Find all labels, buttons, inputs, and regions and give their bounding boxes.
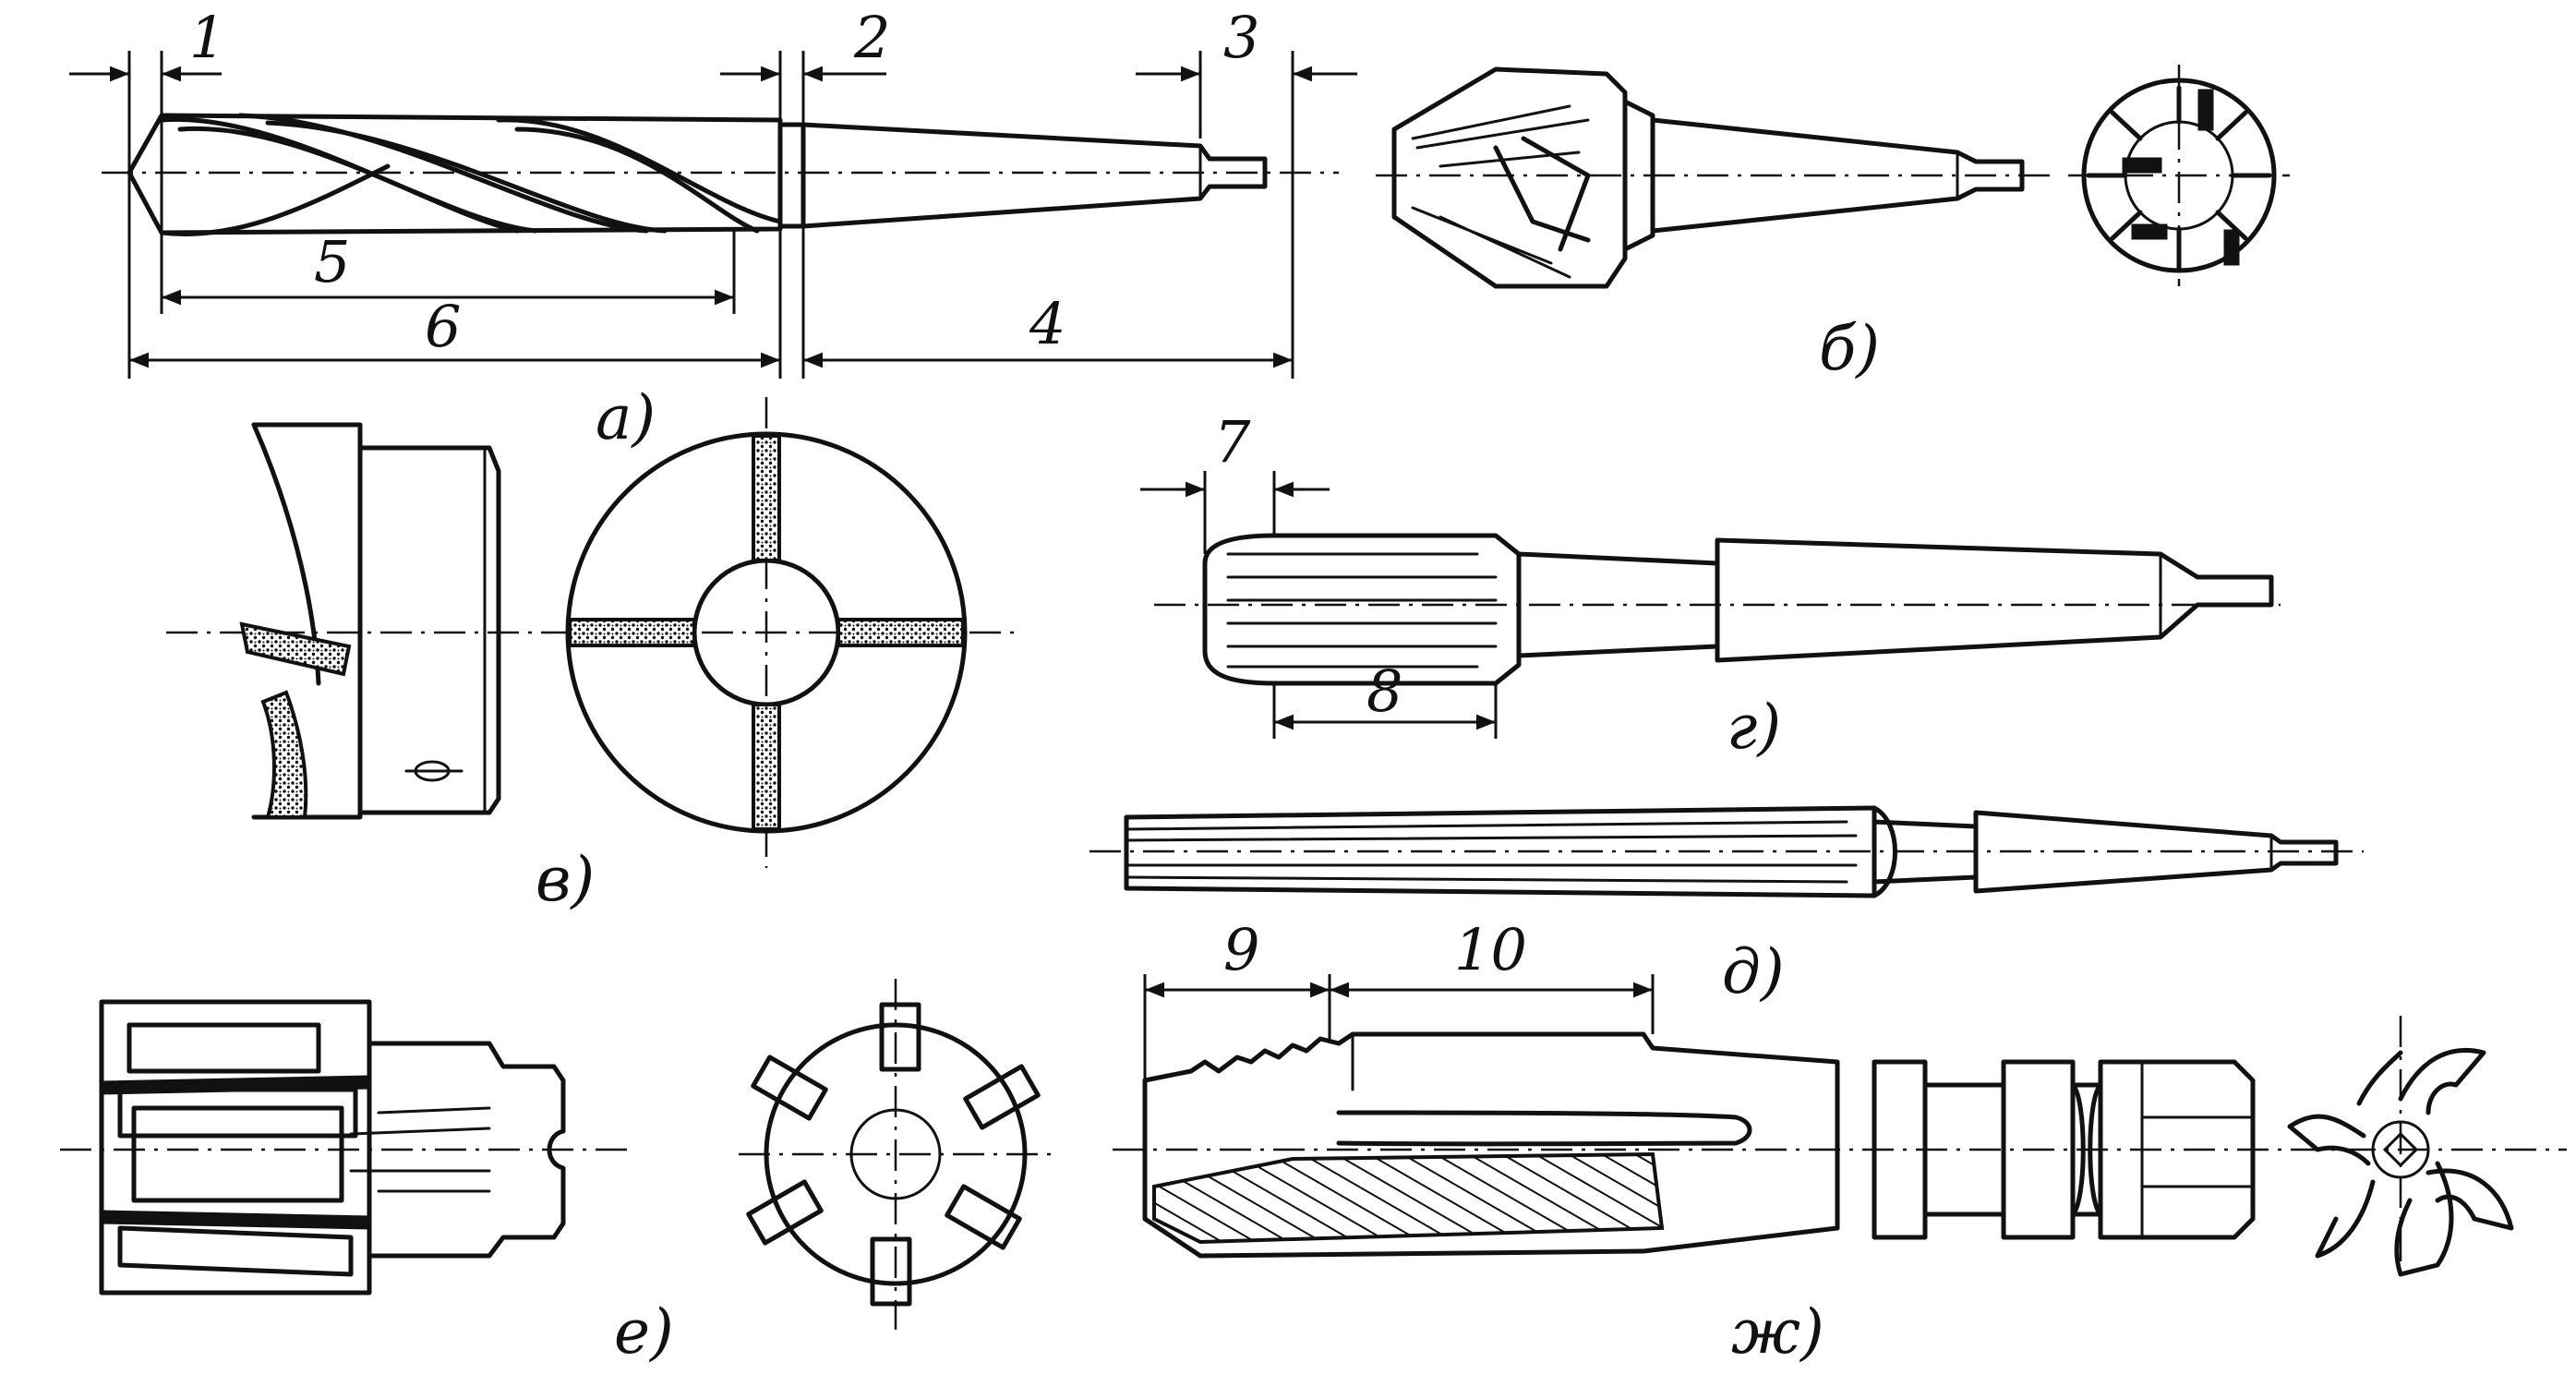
cutter-head — [1202, 533, 1522, 686]
dimension-label-3: 3 — [1223, 4, 1259, 71]
figure-d-reamer: д) — [1089, 805, 2364, 1007]
blade — [131, 1105, 344, 1203]
flute-line — [265, 120, 668, 234]
blade — [126, 1022, 321, 1074]
blade — [117, 1087, 358, 1139]
caption-a: а) — [596, 382, 656, 453]
collar — [1622, 99, 1655, 252]
blade-insert — [963, 1064, 1041, 1130]
flute-end — [1872, 805, 1897, 898]
dimension-label-5: 5 — [314, 228, 350, 295]
blade-right — [837, 618, 965, 647]
cutting-insert — [239, 621, 352, 677]
dimension-label-4: 4 — [1029, 290, 1065, 357]
blade-left — [568, 618, 696, 647]
flutes — [1226, 552, 1498, 669]
figure-a-twist-drill: 1 2 3 4 5 6 а) — [69, 4, 1357, 453]
caption-g: г) — [1727, 692, 1781, 763]
taper-shank — [800, 122, 1268, 229]
blade-body — [251, 422, 363, 820]
square-drive — [2098, 1059, 2256, 1240]
insert — [2131, 223, 2168, 240]
taper-shank — [1650, 117, 2025, 234]
figure-b-countersink: б) — [1376, 65, 2290, 384]
insert — [2223, 229, 2240, 266]
tap-land — [2287, 1114, 2376, 1259]
tap-body — [1142, 1031, 1840, 1259]
figure-zh-tap: 9 10 ж) — [1113, 916, 2567, 1368]
flute — [1336, 1110, 1752, 1147]
tooth-outline — [1493, 136, 1591, 252]
blade-top — [752, 434, 781, 562]
caption-d: д) — [1722, 936, 1785, 1007]
blade-insert — [746, 1179, 824, 1246]
caption-b: б) — [1819, 313, 1880, 384]
groove — [100, 1075, 371, 1095]
shank-collar — [1872, 1059, 1928, 1240]
blade-insert — [870, 1236, 912, 1307]
neck — [777, 122, 806, 229]
flute-line — [159, 163, 391, 236]
dimension-label-10: 10 — [1454, 916, 1527, 983]
dimension-label-2: 2 — [853, 4, 890, 71]
blade-insert — [751, 1055, 828, 1121]
insert — [2197, 89, 2214, 131]
figure-v-counterbore: в) — [166, 397, 1016, 915]
flutes — [1125, 820, 1858, 884]
tap-land — [2356, 1050, 2454, 1277]
threaded-section — [1152, 1151, 1665, 1245]
cutting-insert — [260, 690, 308, 819]
flute-line — [514, 127, 760, 234]
dimension-label-9: 9 — [1223, 916, 1259, 983]
groove — [100, 1210, 371, 1230]
blade-slots — [2086, 85, 2272, 271]
dimension-label-6: 6 — [425, 293, 461, 360]
insert — [2122, 157, 2162, 174]
taper-shank — [1715, 537, 2274, 663]
caption-zh: ж) — [1731, 1296, 1824, 1368]
caption-e: е) — [614, 1296, 674, 1368]
drill-body — [126, 113, 783, 235]
cutting-edges — [1411, 104, 1590, 279]
arbor — [367, 1041, 566, 1259]
dimension-label-1: 1 — [189, 4, 225, 71]
tap-land — [2426, 1168, 2514, 1231]
blade-insert — [879, 1002, 921, 1072]
caption-v: в) — [536, 844, 595, 915]
blade-insert — [945, 1184, 1022, 1250]
taper-shank — [1973, 810, 2339, 894]
blade-bottom — [752, 703, 781, 831]
dimension-label-8: 8 — [1366, 657, 1402, 725]
dimension-label-7: 7 — [1214, 408, 1251, 476]
blade — [117, 1225, 354, 1277]
flute-line — [496, 117, 783, 224]
flute-line — [237, 113, 649, 234]
countersink-head — [1391, 66, 1628, 289]
detail-lines — [349, 1106, 491, 1193]
shell-body — [99, 999, 372, 1296]
figure-e-shell-counterbore: е) — [60, 979, 1053, 1368]
shank-collar — [2001, 1059, 2076, 1240]
hub-body — [357, 445, 501, 815]
figure-g-counterbore: 7 8 г) — [1140, 408, 2281, 763]
tap-land — [2398, 1047, 2486, 1115]
